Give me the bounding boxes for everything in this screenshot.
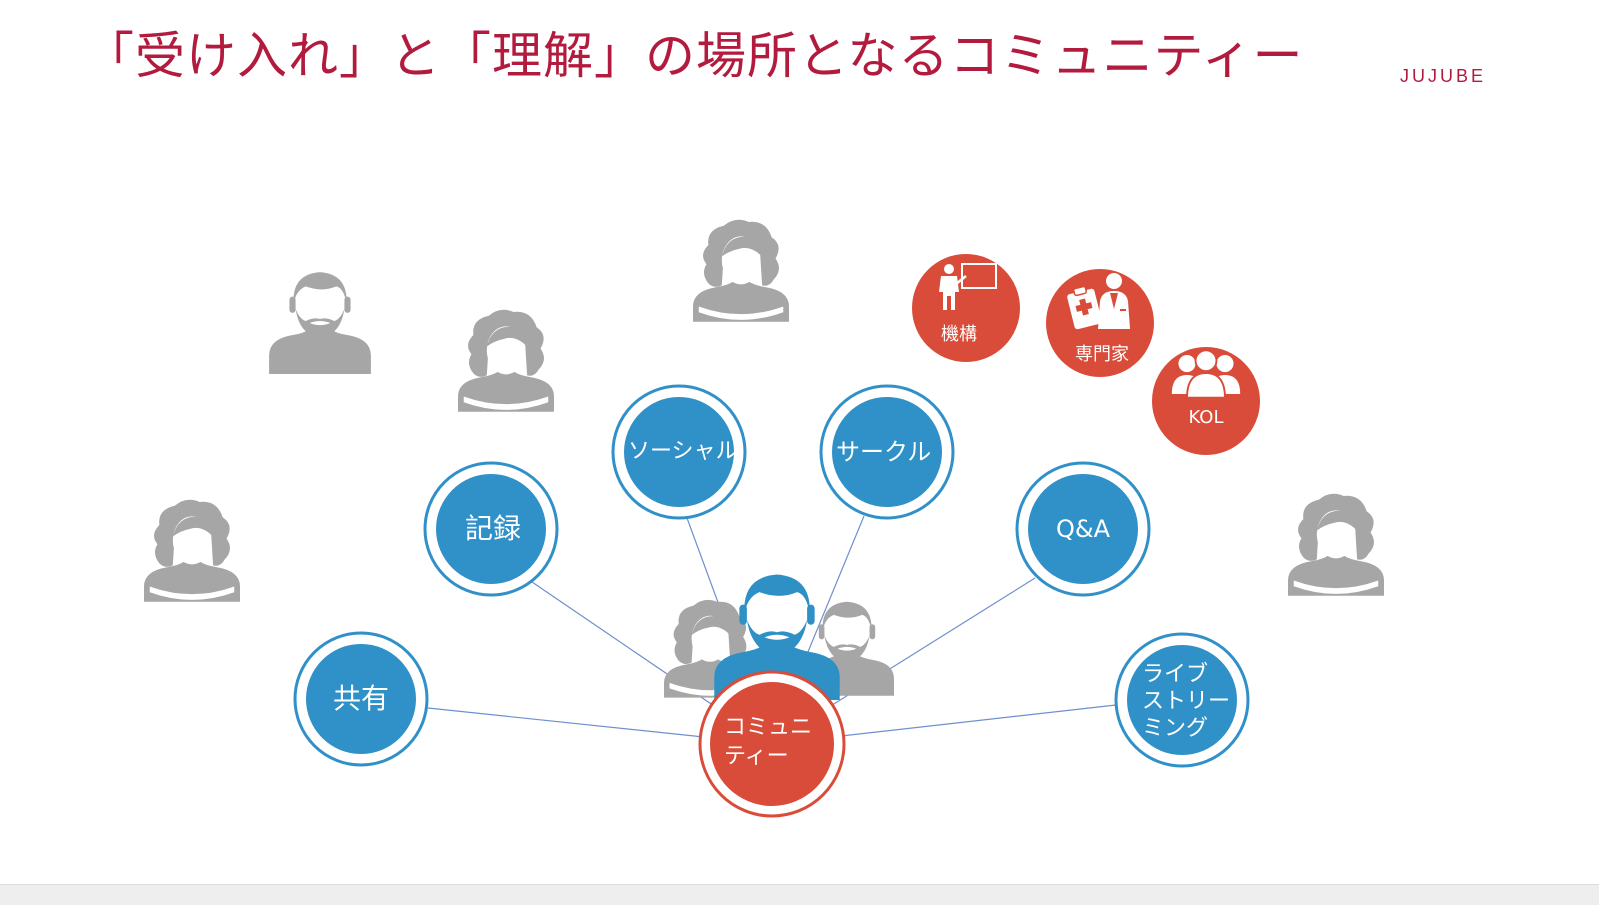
feature-social-label: ソーシャル: [628, 439, 738, 464]
feature-live-label-line2: ストリー: [1142, 689, 1230, 714]
feature-live-streaming: ライブ ストリー ミング: [1114, 632, 1250, 768]
community-hub-label-line2: ティー: [724, 744, 789, 769]
community-hub-label-line1: コミュニ: [724, 715, 812, 740]
feature-social: ソーシャル: [611, 384, 747, 520]
user-female-icon: [458, 309, 554, 412]
stakeholder-expert: 専門家: [1046, 269, 1154, 377]
feature-share-label: 共有: [333, 682, 389, 715]
stakeholder-kol-label: KOL: [1188, 407, 1223, 428]
feature-circle-label: サークル: [836, 438, 931, 466]
user-female-icon: [1288, 493, 1384, 596]
stakeholder-kol: KOL: [1152, 347, 1260, 455]
feature-circle: サークル: [819, 384, 955, 520]
feature-record-label: 記録: [465, 512, 521, 545]
community-hub: コミュニ ティー: [698, 670, 846, 818]
bottom-bar: [0, 884, 1599, 905]
user-male-icon: [269, 272, 371, 374]
user-female-icon: [144, 499, 240, 602]
feature-share: 共有: [293, 631, 429, 767]
brand-logo: JUJUBE: [1400, 66, 1487, 86]
feature-qa-label: Q&A: [1056, 515, 1111, 543]
feature-live-label-line3: ミング: [1142, 716, 1208, 741]
feature-qa: Q&A: [1015, 461, 1151, 597]
stakeholder-expert-label: 専門家: [1075, 344, 1129, 365]
feature-live-label-line1: ライブ: [1142, 662, 1208, 687]
page-title: 「受け入れ」と「理解」の場所となるコミュニティー: [84, 27, 1304, 85]
user-female-icon: [693, 219, 789, 322]
feature-record: 記録: [423, 461, 559, 597]
stakeholder-institution: 機構: [912, 254, 1020, 362]
stakeholder-institution-label: 機構: [941, 324, 977, 345]
